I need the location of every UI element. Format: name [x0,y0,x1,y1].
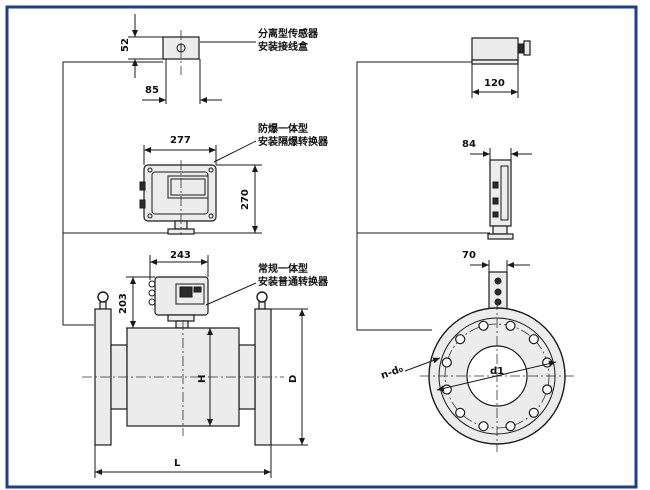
remote-junction-box [162,30,201,104]
lifting-eye-left [97,291,109,303]
dim-box-depth-label: 85 [145,85,159,96]
bolt-hole [441,384,452,395]
dim-std-height-label: 203 [118,293,129,314]
side-junction-box: 120 [471,37,531,98]
bolt-hole [528,334,539,345]
dim-box-height-label: 52 [120,38,131,52]
bolt-hole [441,357,452,368]
dim-ex-height: 270 [194,164,262,234]
dim-outer-dia: D [271,308,308,446]
note-std-line2: 安装普通转换器 [258,275,329,288]
side-ex-converter: 84 [462,139,532,240]
note-remote-line1: 分离型传感器 [258,27,319,40]
dim-bolt-holes-label: n-d₀ [380,364,405,382]
sensor-body [82,308,284,446]
dim-ex-height-label: 270 [240,189,251,210]
dim-side-std-label: 70 [462,250,476,261]
frame-border [5,5,638,489]
explosion-proof-converter [139,160,217,235]
note-ex-line1: 防爆一体型 [258,122,308,135]
standard-converter [148,276,209,329]
bolt-hole [505,320,516,331]
note-remote-line2: 安装接线盒 [258,40,309,53]
lifting-eye-right [256,291,268,303]
dim-height-label: H [197,375,208,383]
dim-length: L [94,445,272,478]
dim-std-width-label: 243 [170,250,191,261]
side-std-converter: 70 [462,250,530,318]
front-view: 52 85 分离型传感器 安装接线盒 [62,14,329,478]
bolt-hole [478,421,489,432]
dim-bolt-circle-label: d1 [490,366,504,377]
bolt-hole [528,407,539,418]
dim-height: H [197,328,213,426]
note-std-line1: 常规一体型 [258,262,308,275]
dim-ex-width: 277 [143,135,217,165]
bolt-hole [505,421,516,432]
bolt-hole [542,384,553,395]
bolt-hole [455,407,466,418]
dim-box-depth: 85 [142,85,222,103]
dim-side-box-label: 120 [484,78,505,89]
bolt-hole [455,334,466,345]
side-view: 120 84 70 [356,37,575,452]
note-ex-line2: 安装隔爆转换器 [258,135,329,148]
dim-std-width: 243 [149,250,209,280]
bolt-hole [478,320,489,331]
dim-ex-width-label: 277 [170,135,191,146]
dim-length-label: L [174,458,181,469]
dim-side-ex-label: 84 [462,139,476,150]
bolt-hole [542,357,553,368]
dim-box-height: 52 [120,14,163,78]
flange-face: d1 n-d₀ [380,300,575,452]
dim-outer-dia-label: D [288,375,299,383]
